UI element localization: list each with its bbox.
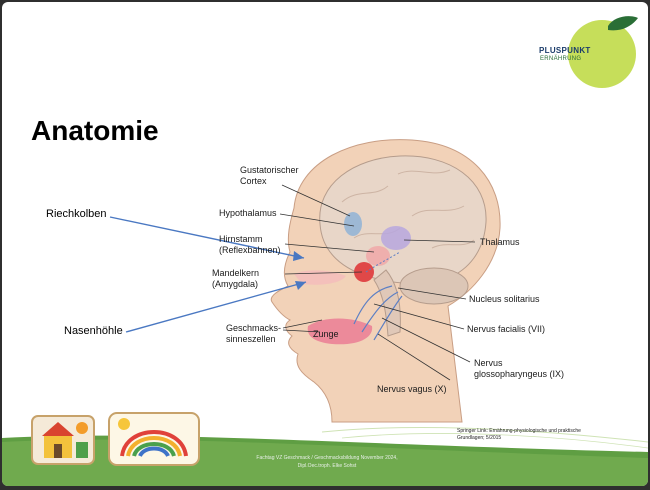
citation-line: Springer Link: Ernährung-physiologische …	[457, 428, 627, 435]
footer-line: Fachtag VZ Geschmack / Geschmacksbildung…	[202, 454, 452, 462]
citation-line: Grundlagen; 5/2015	[457, 435, 627, 442]
slide-footer: Fachtag VZ Geschmack / Geschmacksbildung…	[202, 454, 452, 470]
footer-line: Dipl.Oec.troph. Elke Sohst	[202, 462, 452, 470]
kids-drawing-rainbow	[106, 410, 202, 468]
kids-drawing-house	[28, 412, 98, 468]
source-citation: Springer Link: Ernährung-physiologische …	[457, 428, 627, 442]
